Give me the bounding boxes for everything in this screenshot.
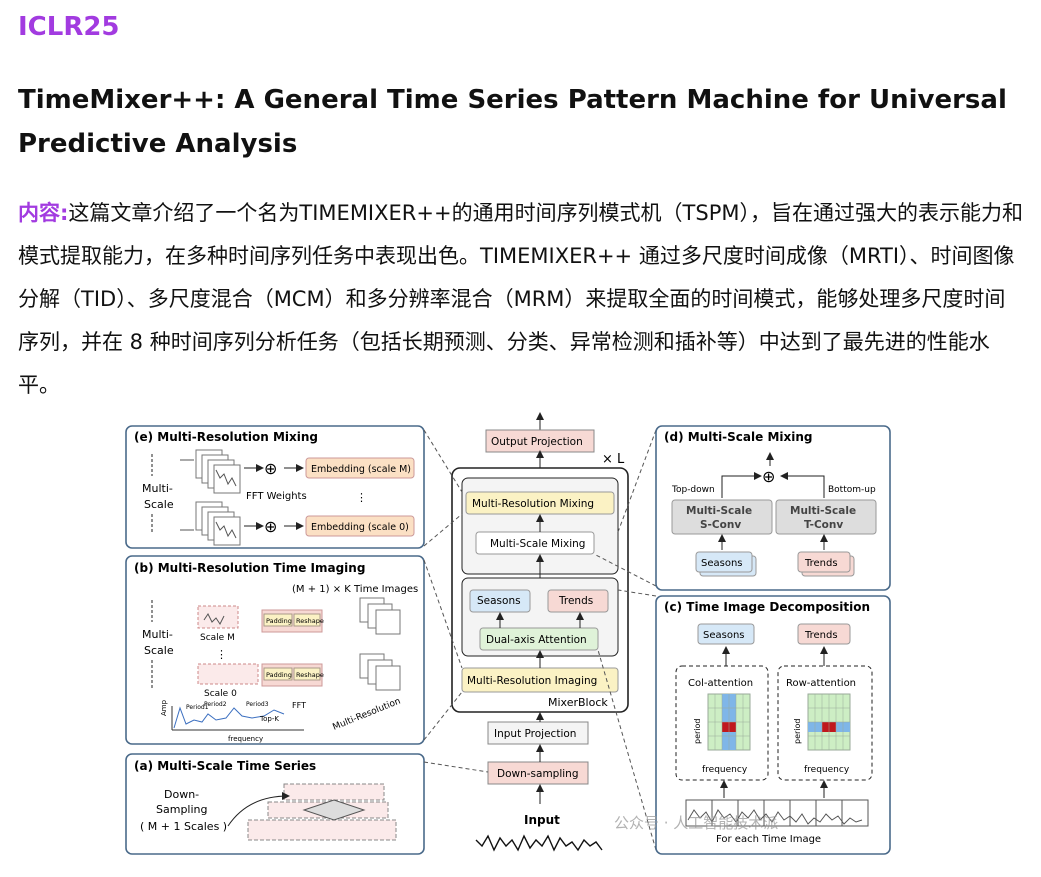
embedding-top: Embedding (scale M) — [311, 464, 411, 475]
panel-e-scale: Scale — [144, 498, 174, 511]
s-conv-1: Multi-Scale — [686, 505, 752, 517]
down-label-2: Sampling — [156, 803, 208, 816]
paper-title: TimeMixer++: A General Time Series Patte… — [18, 85, 1007, 159]
period-col-label: period — [693, 719, 702, 744]
c-trends: Trends — [804, 630, 838, 641]
panel-a: (a) Multi-Scale Time Series Down- Sampli… — [125, 753, 425, 855]
center-msm: Multi-Scale Mixing — [490, 538, 585, 550]
time-images-label: (M + 1) × K Time Images — [292, 584, 418, 595]
mixer-block-label: MixerBlock — [548, 696, 608, 709]
input-projection: Input Projection — [494, 728, 576, 740]
period-row-label: period — [793, 719, 802, 744]
t-conv-2: T-Conv — [804, 519, 843, 531]
content-text: 这篇文章介绍了一个名为TIMEMIXER++的通用时间序列模式机（TSPM），旨… — [18, 201, 1024, 397]
center-column: Output Projection × L Multi-Resolution M… — [423, 412, 657, 852]
sum-icon-top: ⊕ — [264, 459, 277, 478]
period1-label: Period1 — [186, 704, 209, 711]
output-projection: Output Projection — [491, 436, 583, 448]
col-attention-label: Col-attention — [688, 678, 753, 689]
s-conv-2: S-Conv — [700, 519, 741, 531]
panel-e-title: (e) Multi-Resolution Mixing — [134, 430, 318, 444]
panel-b-title: (b) Multi-Resolution Time Imaging — [134, 561, 365, 575]
center-dual-axis: Dual-axis Attention — [486, 634, 587, 646]
content-label: 内容: — [18, 201, 69, 225]
scales-label: ( M + 1 Scales ) — [140, 820, 227, 833]
d-seasons: Seasons — [701, 558, 743, 569]
down-label-1: Down- — [164, 788, 199, 801]
topk-label: Top-K — [259, 715, 279, 723]
center-seasons: Seasons — [477, 595, 521, 607]
for-each-label: For each Time Image — [716, 834, 821, 845]
down-sampling-center: Down-sampling — [497, 768, 579, 780]
time-image-stack-bottom — [195, 501, 241, 546]
panel-e: (e) Multi-Resolution Mixing Multi- Scale… — [125, 425, 425, 549]
center-mrm: Multi-Resolution Mixing — [472, 498, 594, 510]
amp-label: Amp — [160, 699, 168, 716]
panel-b: (b) Multi-Resolution Time Imaging (M + 1… — [125, 555, 425, 745]
row-attention-label: Row-attention — [786, 678, 856, 689]
frequency-row-label: frequency — [804, 765, 850, 775]
period2-label: Period2 — [204, 701, 227, 708]
time-image-row — [685, 799, 869, 827]
venue-label: ICLR25 — [18, 12, 120, 42]
padding-bottom: Padding — [266, 671, 292, 679]
sum-icon-bottom: ⊕ — [264, 517, 277, 536]
c-seasons: Seasons — [703, 630, 745, 641]
embedding-bottom: Embedding (scale 0) — [311, 522, 409, 533]
content-paragraph: 内容:这篇文章介绍了一个名为TIMEMIXER++的通用时间序列模式机（TSPM… — [18, 192, 1023, 407]
times-l-label: × L — [602, 452, 625, 467]
row-attention-grid — [807, 693, 851, 751]
panel-d: (d) Multi-Scale Mixing ⊕ Top-down Bottom… — [655, 425, 891, 591]
fft-weights-label: FFT Weights — [246, 491, 307, 502]
panel-e-multi: Multi- — [142, 482, 173, 495]
col-attention-grid — [707, 693, 751, 751]
time-image-stack-b-bottom — [359, 653, 401, 691]
d-trends: Trends — [804, 558, 838, 569]
padding-top: Padding — [266, 617, 292, 625]
panel-b-multi: Multi- — [142, 628, 173, 641]
watermark: 公众号 · 人工智能技术派 — [614, 814, 778, 832]
panel-c: (c) Time Image Decomposition Seasons Tre… — [655, 595, 891, 855]
time-image-stack-top — [195, 449, 241, 494]
period3-label: Period3 — [246, 701, 269, 708]
center-mri: Multi-Resolution Imaging — [467, 675, 597, 687]
scale-m-label: Scale M — [200, 633, 235, 643]
scale-0-label: Scale 0 — [204, 689, 237, 699]
architecture-figure: (e) Multi-Resolution Mixing Multi- Scale… — [124, 410, 894, 858]
frequency-col-label: frequency — [702, 765, 748, 775]
input-label: Input — [524, 813, 560, 827]
sum-icon-d: ⊕ — [762, 467, 775, 486]
panel-d-title: (d) Multi-Scale Mixing — [664, 430, 813, 444]
panel-c-title: (c) Time Image Decomposition — [664, 600, 870, 614]
vdots-b: ⋮ — [216, 648, 227, 661]
reshape-top: Reshape — [296, 617, 324, 625]
frequency-b-label: frequency — [228, 735, 263, 743]
panel-a-title: (a) Multi-Scale Time Series — [134, 759, 316, 773]
fft-label: FFT — [292, 701, 306, 710]
top-down-label: Top-down — [671, 485, 715, 495]
t-conv-1: Multi-Scale — [790, 505, 856, 517]
vdots-e: ⋮ — [356, 491, 367, 504]
bottom-up-label: Bottom-up — [828, 485, 876, 495]
panel-b-scale: Scale — [144, 644, 174, 657]
reshape-bottom: Reshape — [296, 671, 324, 679]
center-trends: Trends — [558, 595, 593, 607]
time-image-stack-b-top — [359, 597, 401, 635]
